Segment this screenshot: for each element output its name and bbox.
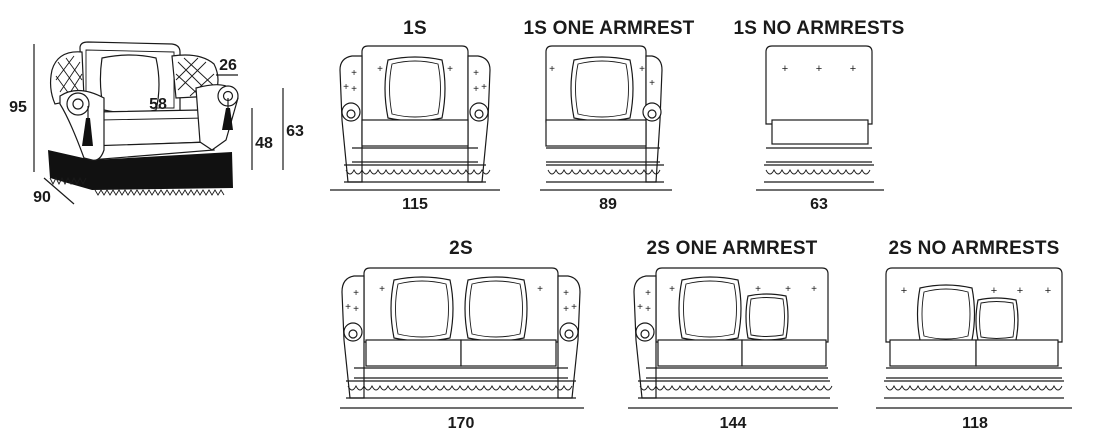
variant-1s-no-armrests: 1S NO ARMRESTS + + + 63	[733, 18, 904, 213]
svg-text:+: +	[1045, 285, 1051, 297]
dim-arm-width: 26	[219, 57, 237, 74]
svg-text:+: +	[563, 288, 569, 299]
variant-label-2s-one-armrest: 2S ONE ARMREST	[646, 238, 817, 259]
svg-text:+: +	[1017, 285, 1023, 297]
svg-text:+: +	[785, 284, 791, 295]
seat-cushion	[93, 109, 213, 147]
svg-text:+: +	[850, 63, 856, 75]
svg-text:+: +	[649, 78, 655, 89]
svg-text:+: +	[645, 288, 651, 299]
svg-text:+: +	[343, 82, 349, 93]
svg-text:+: +	[669, 284, 675, 295]
svg-text:+: +	[377, 64, 383, 75]
variant-label-1s: 1S	[403, 18, 427, 39]
svg-text:+: +	[537, 284, 543, 295]
variant-1s: 1S + + + + + + + + 115	[330, 18, 500, 213]
variant-label-2s-no-armrests: 2S NO ARMRESTS	[888, 238, 1059, 259]
svg-text:+: +	[351, 84, 357, 95]
svg-text:+: +	[353, 288, 359, 299]
svg-text:+: +	[571, 302, 577, 313]
svg-text:+: +	[755, 284, 761, 295]
width-value-1s-no-armrests: 63	[810, 196, 828, 213]
tassel-left	[82, 118, 93, 146]
dim-arm-height: 63	[286, 123, 304, 140]
width-value-1s-one-armrest: 89	[599, 196, 617, 213]
variant-label-1s-one-armrest: 1S ONE ARMREST	[523, 18, 694, 39]
width-value-2s-one-armrest: 144	[720, 415, 747, 432]
svg-text:+: +	[447, 64, 453, 75]
depth-dimension-line	[43, 177, 75, 205]
svg-text:+: +	[473, 68, 479, 79]
width-value-2s: 170	[448, 415, 475, 432]
tassel-right	[222, 108, 233, 130]
dim-seat-height: 48	[255, 135, 273, 152]
back-cushion	[99, 54, 160, 114]
width-value-1s: 115	[402, 196, 428, 213]
svg-text:+: +	[345, 302, 351, 313]
dim-depth: 90	[33, 189, 51, 206]
svg-text:+: +	[645, 304, 651, 315]
dim-height: 95	[9, 99, 27, 116]
svg-text:+: +	[782, 63, 788, 75]
variant-2s-no-armrests: 2S NO ARMRESTS + + + + 118	[876, 238, 1072, 432]
variant-2s: 2S + + + + + + + + 170	[340, 238, 584, 432]
svg-text:+: +	[379, 284, 385, 295]
svg-text:+: +	[473, 84, 479, 95]
svg-text:+: +	[481, 82, 487, 93]
svg-text:+: +	[549, 64, 555, 75]
variant-label-1s-no-armrests: 1S NO ARMRESTS	[733, 18, 904, 39]
svg-text:+: +	[351, 68, 357, 79]
svg-text:+: +	[353, 304, 359, 315]
svg-text:+: +	[639, 64, 645, 75]
variant-2s-one-armrest: 2S ONE ARMREST + + + + + + + 144	[628, 238, 838, 432]
svg-text:+: +	[563, 304, 569, 315]
armchair-perspective: 95 90 58 26 48 63	[9, 41, 304, 206]
variant-label-2s: 2S	[449, 238, 473, 259]
dim-seat-depth: 58	[149, 96, 167, 113]
svg-text:+: +	[991, 285, 997, 297]
svg-text:+: +	[901, 285, 907, 297]
variant-1s-one-armrest: 1S ONE ARMREST + + + 89	[523, 18, 694, 213]
svg-text:+: +	[811, 284, 817, 295]
svg-text:+: +	[637, 302, 643, 313]
svg-text:+: +	[816, 63, 822, 75]
width-value-2s-no-armrests: 118	[962, 415, 988, 432]
